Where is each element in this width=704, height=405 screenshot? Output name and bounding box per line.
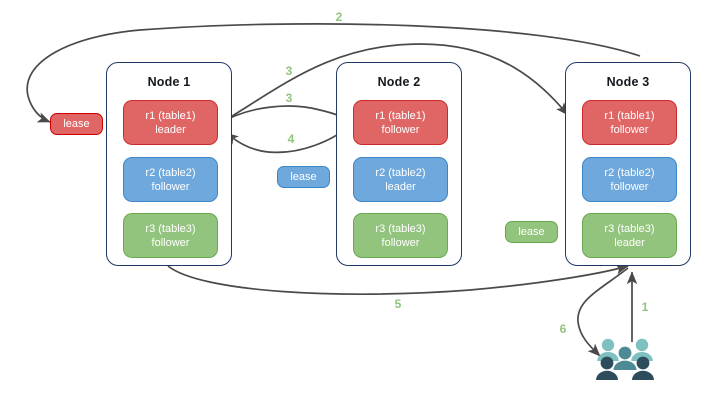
replica-n2-r1[interactable]: r1 (table1) follower	[353, 100, 448, 145]
replica-name: r2 (table2)	[604, 166, 655, 179]
replica-role: follower	[381, 123, 420, 136]
replica-role: follower	[381, 236, 420, 249]
step-label-5: 5	[394, 297, 402, 311]
step-label-3b: 3	[285, 91, 293, 105]
replica-role: follower	[610, 123, 649, 136]
replica-name: r1 (table1)	[604, 109, 655, 122]
step-label-3a: 3	[285, 64, 293, 78]
replica-n3-r3[interactable]: r3 (table3) leader	[582, 213, 677, 258]
replica-role: follower	[151, 180, 190, 193]
replica-name: r1 (table1)	[375, 109, 426, 122]
node-title: Node 1	[147, 75, 191, 89]
step-label-2: 2	[335, 10, 343, 24]
edge-step-3b	[218, 105, 352, 125]
clients-group-icon[interactable]	[594, 336, 658, 386]
edge-step-5	[167, 264, 629, 296]
replica-n1-r3[interactable]: r3 (table3) follower	[123, 213, 218, 258]
replica-name: r2 (table2)	[145, 166, 196, 179]
step-label-1: 1	[641, 300, 649, 314]
replica-n1-r2[interactable]: r2 (table2) follower	[123, 157, 218, 202]
node-title: Node 3	[606, 75, 650, 89]
lease-badge-r1[interactable]: lease	[50, 113, 103, 135]
replica-name: r3 (table3)	[375, 222, 426, 235]
replica-name: r1 (table1)	[145, 109, 196, 122]
replica-role: follower	[610, 180, 649, 193]
node-container-3[interactable]: Node 3 r1 (table1) follower r2 (table2) …	[565, 62, 691, 266]
replica-n2-r3[interactable]: r3 (table3) follower	[353, 213, 448, 258]
replica-name: r2 (table2)	[375, 166, 426, 179]
replica-n3-r1[interactable]: r1 (table1) follower	[582, 100, 677, 145]
replica-role: follower	[151, 236, 190, 249]
replica-n2-r2[interactable]: r2 (table2) leader	[353, 157, 448, 202]
replica-role: leader	[385, 180, 416, 193]
lease-badge-r3[interactable]: lease	[505, 221, 558, 243]
replica-role: leader	[614, 236, 645, 249]
step-label-4: 4	[287, 132, 295, 146]
node-container-1[interactable]: Node 1 r1 (table1) leader r2 (table2) fo…	[106, 62, 232, 266]
replica-name: r3 (table3)	[604, 222, 655, 235]
lease-label: lease	[290, 171, 317, 183]
lease-label: lease	[63, 118, 90, 130]
lease-label: lease	[518, 226, 545, 238]
replica-n3-r2[interactable]: r2 (table2) follower	[582, 157, 677, 202]
replica-n1-r1[interactable]: r1 (table1) leader	[123, 100, 218, 145]
replica-name: r3 (table3)	[145, 222, 196, 235]
step-label-6: 6	[559, 322, 567, 336]
node-title: Node 2	[377, 75, 421, 89]
node-container-2[interactable]: Node 2 r1 (table1) follower r2 (table2) …	[336, 62, 462, 266]
lease-badge-r2[interactable]: lease	[277, 166, 330, 188]
replica-role: leader	[155, 123, 186, 136]
